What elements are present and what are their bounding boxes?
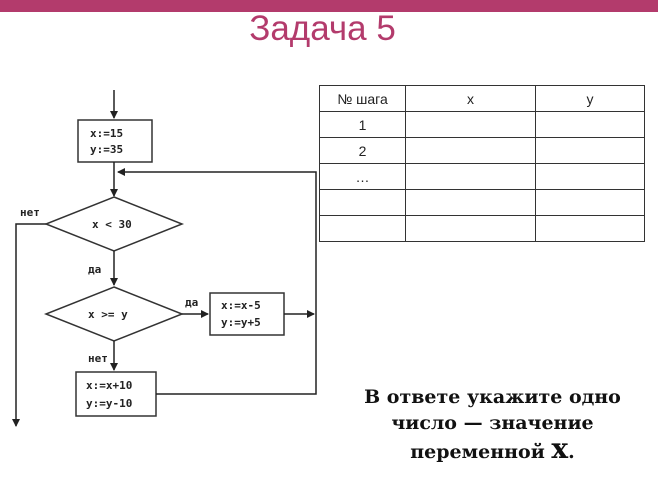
- table-row: 2: [319, 137, 645, 164]
- condition-1-yes-label: да: [88, 263, 101, 276]
- table-row: …: [319, 163, 645, 190]
- table-cell-step: …: [319, 163, 406, 190]
- table-cell-y: [535, 111, 645, 138]
- table-cell-step: 2: [319, 137, 406, 164]
- table-cell-x: [405, 189, 536, 216]
- steps-table: № шага x y 1 2 …: [319, 85, 645, 242]
- yes-block-line-2: y:=y+5: [221, 316, 261, 329]
- slide-title: Задача 5: [249, 9, 396, 48]
- answer-instruction: В ответе укажите одно число — значение п…: [350, 384, 635, 465]
- init-line-1: x:=15: [90, 127, 123, 140]
- table-header-row: № шага x y: [319, 85, 645, 112]
- table-row: 1: [319, 111, 645, 138]
- loop-back-line: [117, 168, 317, 312]
- condition-1-text: x < 30: [92, 218, 132, 231]
- exit-line: [12, 223, 46, 427]
- yes-branch-block: [209, 292, 285, 336]
- condition-2-yes-label: да: [185, 296, 198, 309]
- column-header-step: № шага: [319, 85, 406, 112]
- column-header-x: x: [405, 85, 536, 112]
- table-cell-step: [319, 189, 406, 216]
- table-cell-x: [405, 163, 536, 190]
- no-block-line-2: y:=y-10: [86, 397, 132, 410]
- answer-variable: x: [551, 432, 569, 465]
- condition-2-no-label: нет: [88, 352, 108, 365]
- table-cell-x: [405, 215, 536, 242]
- table-cell-step: 1: [319, 111, 406, 138]
- table-row: [319, 215, 645, 242]
- table-row: [319, 189, 645, 216]
- answer-end: .: [568, 441, 575, 463]
- table-cell-x: [405, 137, 536, 164]
- table-cell-step: [319, 215, 406, 242]
- no-block-line-1: x:=x+10: [86, 379, 132, 392]
- top-accent-bar: [0, 0, 658, 12]
- yes-block-line-1: x:=x-5: [221, 299, 261, 312]
- init-line-2: y:=35: [90, 143, 123, 156]
- table-cell-y: [535, 189, 645, 216]
- init-block: [77, 119, 153, 163]
- table-cell-y: [535, 163, 645, 190]
- table-cell-y: [535, 137, 645, 164]
- table-cell-x: [405, 111, 536, 138]
- answer-text: В ответе укажите одно число — значение п…: [364, 386, 621, 463]
- no-block-to-loop: [156, 312, 317, 395]
- condition-1-no-label: нет: [20, 206, 40, 219]
- column-header-y: y: [535, 85, 645, 112]
- table-cell-y: [535, 215, 645, 242]
- condition-2-text: x >= y: [88, 308, 128, 321]
